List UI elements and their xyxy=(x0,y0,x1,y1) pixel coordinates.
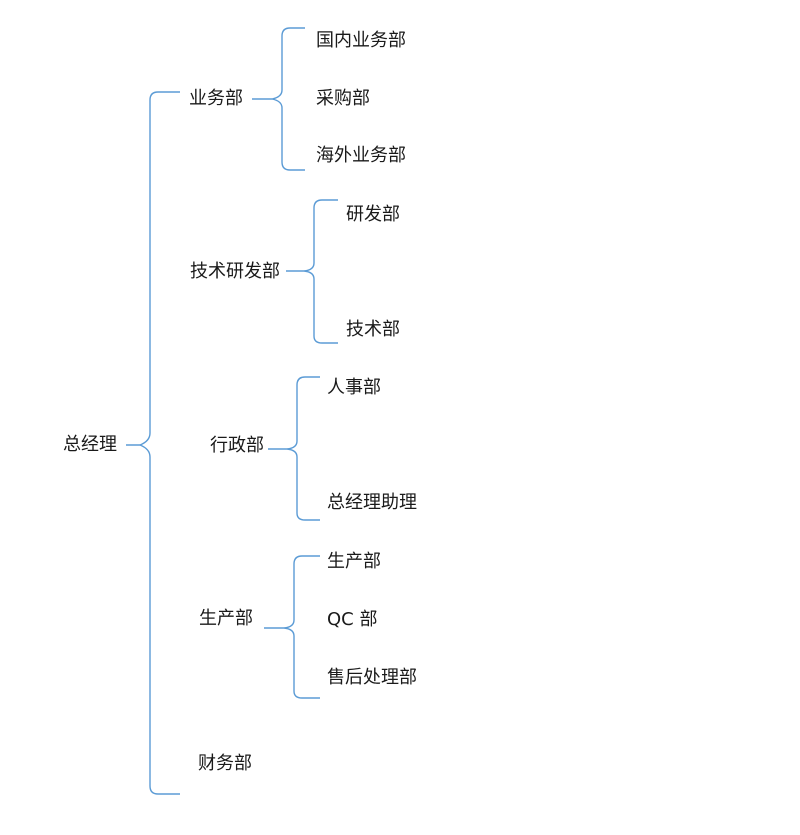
node-after-sales: 售后处理部 xyxy=(327,667,417,688)
bracket-shengchanbu xyxy=(264,555,320,699)
node-dept-tech-rd: 技术研发部 xyxy=(190,261,280,282)
node-purchasing: 采购部 xyxy=(316,88,370,109)
node-qc: QC 部 xyxy=(327,609,378,630)
node-gm-assistant: 总经理助理 xyxy=(327,492,417,513)
bracket-yewubu xyxy=(252,27,305,171)
bracket-jishuyanfabu xyxy=(286,199,338,344)
node-hr: 人事部 xyxy=(327,377,381,398)
node-domestic-business: 国内业务部 xyxy=(316,30,406,51)
node-dept-admin: 行政部 xyxy=(210,435,264,456)
bracket-xingzhengbu xyxy=(268,376,320,521)
node-dept-production: 生产部 xyxy=(199,608,253,629)
node-general-manager: 总经理 xyxy=(63,434,117,455)
node-dept-finance: 财务部 xyxy=(198,753,252,774)
node-rd: 研发部 xyxy=(346,204,400,225)
root-bracket xyxy=(126,91,180,795)
node-technical: 技术部 xyxy=(346,319,400,340)
node-overseas-business: 海外业务部 xyxy=(316,145,406,166)
node-production-sub: 生产部 xyxy=(327,551,381,572)
node-dept-business: 业务部 xyxy=(189,88,243,109)
